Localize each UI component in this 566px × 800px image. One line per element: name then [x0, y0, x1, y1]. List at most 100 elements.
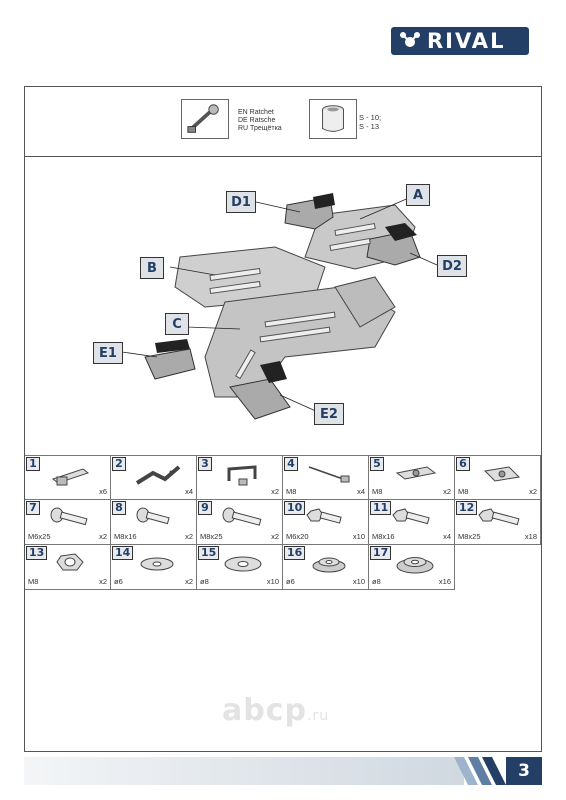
part-size: M8x16: [372, 532, 395, 541]
part-number: 4: [284, 457, 298, 471]
part-number: 5: [370, 457, 384, 471]
ratchet-caption: EN Ratchet DE Ratsche RU Трещётка: [238, 109, 282, 133]
part-cell-5: 5 M8 x2: [369, 455, 455, 500]
part-cell-8: 8 M8x16 x2: [111, 500, 197, 545]
brand-name: RIVAL: [427, 29, 506, 53]
part-quantity: x2: [443, 487, 451, 496]
part-quantity: x6: [99, 487, 107, 496]
part-size: M8: [372, 487, 383, 496]
ratchet-de: DE Ratsche: [238, 117, 276, 124]
wire-nut-icon: [308, 466, 350, 483]
part-quantity: x10: [266, 577, 279, 586]
watermark-suffix: .ru: [306, 708, 330, 724]
part-size: M8: [286, 487, 297, 496]
part-cell-11: 11 M8x16 x4: [369, 500, 455, 545]
part-quantity: x4: [185, 487, 193, 496]
part-size: M8x25: [458, 532, 481, 541]
footer-bar: [24, 757, 464, 785]
part-number: 10: [284, 501, 306, 515]
clip-nut-icon: [51, 468, 90, 486]
part-size: M6x20: [286, 532, 309, 541]
part-number: 11: [370, 501, 392, 515]
part-size: ø8: [200, 577, 209, 586]
part-number: 6: [456, 457, 470, 471]
part-cell-2: 2 x4: [111, 455, 197, 500]
watermark: abcp.ru: [222, 693, 329, 728]
part-cell-13: 13 M8 x2: [25, 545, 111, 590]
part-quantity: x2: [185, 577, 193, 586]
tools-row: EN Ratchet DE Ratsche RU Трещётка S - 10…: [25, 87, 541, 157]
part-quantity: x16: [438, 577, 451, 586]
part-size: M8x16: [114, 532, 137, 541]
instruction-frame: EN Ratchet DE Ratsche RU Трещётка S - 10…: [24, 86, 542, 752]
part-quantity: x2: [185, 532, 193, 541]
bracket-icon: [135, 465, 181, 485]
bolt-icon: [50, 507, 88, 526]
part-cell-10: 10 M6x20 x10: [283, 500, 369, 545]
part-number: 1: [26, 457, 40, 471]
bolt-icon: [136, 507, 170, 525]
part-number: 7: [26, 501, 40, 515]
socket-caption: S - 10; S - 13: [359, 113, 381, 131]
ratchet-ru: RU Трещётка: [238, 125, 282, 132]
page-number: 3: [506, 757, 542, 785]
part-quantity: x2: [271, 487, 279, 496]
part-cell-9: 9 M8x25 x2: [197, 500, 283, 545]
square-plate-nut-icon: [395, 466, 437, 480]
label-B: B: [140, 257, 164, 279]
part-number: 17: [370, 546, 392, 560]
spacer-icon: [396, 557, 434, 574]
watermark-main: abcp: [222, 693, 307, 728]
part-quantity: x10: [352, 577, 365, 586]
part-number: 9: [198, 501, 212, 515]
skid-plate-drawing: [121, 193, 438, 420]
ratchet-icon: [187, 104, 219, 133]
part-cell-3: 3 x2: [197, 455, 283, 500]
socket-image: [309, 99, 357, 139]
part-number: 14: [112, 546, 134, 560]
part-quantity: x10: [352, 532, 365, 541]
footer-stripes-icon: [454, 757, 506, 785]
part-size: M8x25: [200, 532, 223, 541]
part-size: ø8: [372, 577, 381, 586]
part-cell-15: 15 ø8 x10: [197, 545, 283, 590]
part-size: ø6: [114, 577, 123, 586]
part-cell-12: 12 M8x25 x18: [455, 500, 541, 545]
part-cell-14: 14 ø6 x2: [111, 545, 197, 590]
brand-mark-icon: [400, 32, 420, 47]
part-number: 3: [198, 457, 212, 471]
plate-nut-icon: [483, 466, 521, 482]
washer-icon: [140, 557, 174, 571]
part-quantity: x2: [529, 487, 537, 496]
part-quantity: x2: [99, 532, 107, 541]
hex-bolt-icon: [392, 508, 430, 525]
label-E1: E1: [93, 342, 123, 364]
hex-bolt-icon: [478, 508, 520, 526]
part-size: M6x25: [28, 532, 51, 541]
part-size: ø6: [286, 577, 295, 586]
spacer-icon: [312, 557, 346, 573]
washer-icon: [224, 556, 262, 572]
part-cell-6: 6 M8 x2: [455, 455, 541, 500]
label-D2: D2: [437, 255, 467, 277]
part-quantity: x2: [99, 577, 107, 586]
part-size: M8: [458, 487, 469, 496]
part-cell-16: 16 ø6 x10: [283, 545, 369, 590]
part-quantity: x4: [443, 532, 451, 541]
u-bracket-icon: [227, 465, 257, 486]
part-quantity: x2: [271, 532, 279, 541]
hex-bolt-icon: [306, 508, 342, 524]
label-A: A: [406, 184, 430, 206]
part-number: 13: [26, 546, 48, 560]
part-number: 16: [284, 546, 306, 560]
part-number: 2: [112, 457, 126, 471]
hex-nut-icon: [56, 553, 84, 571]
ratchet-en: EN Ratchet: [238, 109, 274, 116]
assembly-diagram: D1 A B D2 C E1 E2: [25, 157, 541, 455]
brand-logo: RIVAL: [391, 27, 529, 55]
socket-icon: [322, 105, 344, 132]
label-E2: E2: [314, 403, 344, 425]
part-number: 15: [198, 546, 220, 560]
part-cell-7: 7 M6x25 x2: [25, 500, 111, 545]
bolt-icon: [222, 507, 262, 526]
